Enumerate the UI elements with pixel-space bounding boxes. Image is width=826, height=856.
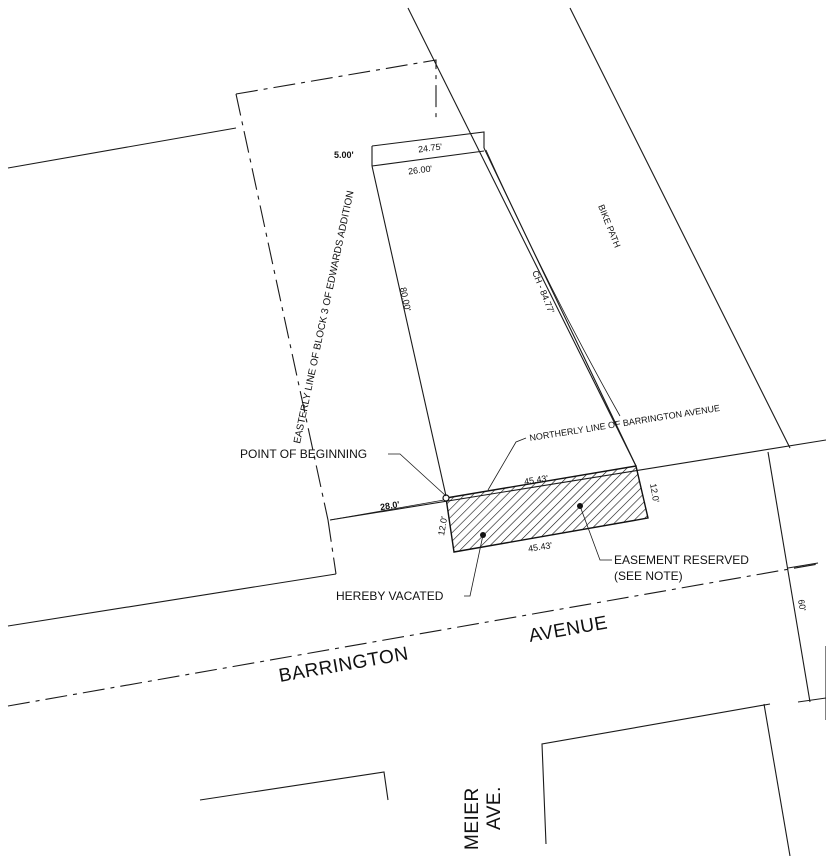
dim-45-top: 45.43' [523,473,549,487]
street-name-avenue: AVENUE [527,612,609,647]
see-note-label: (SEE NOTE) [614,569,683,583]
linework [7,7,826,856]
west-side-dim: 80.00' [398,286,413,312]
top-dim-lower: 26.00' [407,164,433,177]
point-of-beginning-marker [442,494,450,502]
leaders [329,437,612,597]
south-parcel-left [199,771,389,801]
left-parcel-bottom-line [7,573,337,627]
dim-12-left: 12.0' [436,515,449,536]
row-width-dim: 60' [796,599,808,613]
parcel-east-arc [485,149,621,417]
cross-street-ave: AVE. [484,786,505,830]
dim-45-bottom: 45.43' [527,540,553,554]
point-of-beginning-label: POINT OF BEGINNING [240,447,367,461]
dim-28-line [329,499,445,521]
cross-street-meier: MEIER [462,787,483,850]
row-dim-tick-top [787,562,819,569]
street-name-barrington: BARRINGTON [277,643,410,686]
vacated-leader [464,534,484,597]
bike-path-label: BIKE PATH [596,203,622,249]
vacated-area-hatched [445,465,649,553]
south-parcel-right-inner [763,703,791,856]
dim-28: 28.0' [379,499,400,512]
easterly-line-label: EASTERLY LINE OF BLOCK 3 OF EDWARDS ADDI… [292,190,356,445]
row-dim-tick-bottom [797,697,826,703]
dim-12-right: 12.0' [648,483,661,504]
pob-leader [388,453,447,497]
row-east-line [767,451,811,703]
easement-leader [579,505,612,561]
hereby-vacated-label: HEREBY VACATED [336,589,444,603]
northerly-line-leader [487,437,527,491]
railroad-line-right [569,7,791,449]
easement-label: EASEMENT RESERVED [614,553,749,567]
block-boundary-lower [327,519,337,575]
parcel-top-line [371,131,485,148]
upper-left-lot-line [7,127,237,169]
parcel-top-dim-line [371,150,485,167]
railroad-line-left [407,7,637,467]
block-3-boundary [235,59,437,120]
left-offset-dim: 5.00' [334,150,354,160]
easterly-line-of-block-3 [235,93,329,521]
top-dim-upper: 24.75' [417,142,443,155]
parcel-west-line [371,165,447,497]
south-parcel-right [541,703,771,845]
barrington-centerline [7,563,819,707]
northerly-line-label: NORTHERLY LINE OF BARRINGTON AVENUE [529,403,721,443]
